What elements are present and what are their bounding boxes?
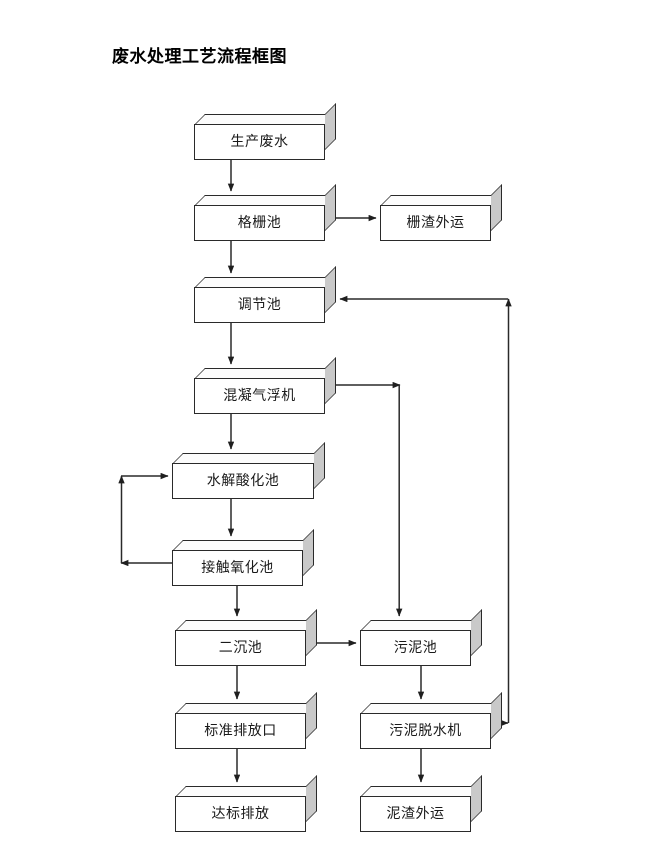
node-label: 生产废水 xyxy=(230,134,289,150)
box-front-face: 混凝气浮机 xyxy=(194,378,325,414)
box-side-face xyxy=(491,184,502,231)
box-side-face xyxy=(314,442,325,489)
node-hydrolysis-acidification[interactable]: 水解酸化池 xyxy=(172,442,325,499)
box-front-face: 调节池 xyxy=(194,287,325,323)
box-side-face xyxy=(491,692,502,739)
node-label: 混凝气浮机 xyxy=(223,388,296,404)
box-front-face: 生产废水 xyxy=(194,124,325,160)
box-front-face: 格栅池 xyxy=(194,205,325,241)
node-label: 接触氧化池 xyxy=(201,560,274,576)
node-label: 达标排放 xyxy=(211,806,270,822)
box-side-face xyxy=(306,775,317,822)
node-contact-oxidation[interactable]: 接触氧化池 xyxy=(172,529,314,586)
box-side-face xyxy=(306,609,317,656)
node-sludge-tank[interactable]: 污泥池 xyxy=(360,609,482,666)
box-front-face: 达标排放 xyxy=(175,796,306,832)
node-label: 调节池 xyxy=(237,297,282,313)
node-standard-outfall[interactable]: 标准排放口 xyxy=(175,692,317,749)
box-side-face xyxy=(325,184,336,231)
node-label: 格栅池 xyxy=(237,215,282,231)
node-label: 污泥池 xyxy=(393,640,438,656)
box-front-face: 二沉池 xyxy=(175,630,306,666)
box-side-face xyxy=(471,775,482,822)
box-side-face xyxy=(471,609,482,656)
box-front-face: 泥渣外运 xyxy=(360,796,471,832)
node-grit-residue-haul[interactable]: 栅渣外运 xyxy=(380,184,502,241)
node-compliant-discharge[interactable]: 达标排放 xyxy=(175,775,317,832)
box-front-face: 水解酸化池 xyxy=(172,463,314,499)
node-coagulation-flotation[interactable]: 混凝气浮机 xyxy=(194,357,336,414)
box-front-face: 污泥池 xyxy=(360,630,471,666)
box-front-face: 标准排放口 xyxy=(175,713,306,749)
node-production-wastewater[interactable]: 生产废水 xyxy=(194,103,336,160)
node-label: 标准排放口 xyxy=(204,723,277,739)
node-sludge-residue-haul[interactable]: 泥渣外运 xyxy=(360,775,482,832)
page-title: 废水处理工艺流程框图 xyxy=(112,47,287,67)
node-sludge-dewaterer[interactable]: 污泥脱水机 xyxy=(360,692,502,749)
node-grit-tank[interactable]: 格栅池 xyxy=(194,184,336,241)
box-front-face: 污泥脱水机 xyxy=(360,713,491,749)
node-equalization-tank[interactable]: 调节池 xyxy=(194,266,336,323)
node-secondary-settler[interactable]: 二沉池 xyxy=(175,609,317,666)
node-label: 水解酸化池 xyxy=(206,473,280,489)
box-side-face xyxy=(325,103,336,150)
box-front-face: 接触氧化池 xyxy=(172,550,303,586)
node-label: 污泥脱水机 xyxy=(389,723,462,739)
box-side-face xyxy=(325,357,336,404)
box-side-face xyxy=(303,529,314,576)
box-front-face: 栅渣外运 xyxy=(380,205,491,241)
node-label: 二沉池 xyxy=(218,640,263,656)
box-side-face xyxy=(306,692,317,739)
box-side-face xyxy=(325,266,336,313)
node-label: 栅渣外运 xyxy=(406,215,465,231)
node-label: 泥渣外运 xyxy=(386,806,445,822)
